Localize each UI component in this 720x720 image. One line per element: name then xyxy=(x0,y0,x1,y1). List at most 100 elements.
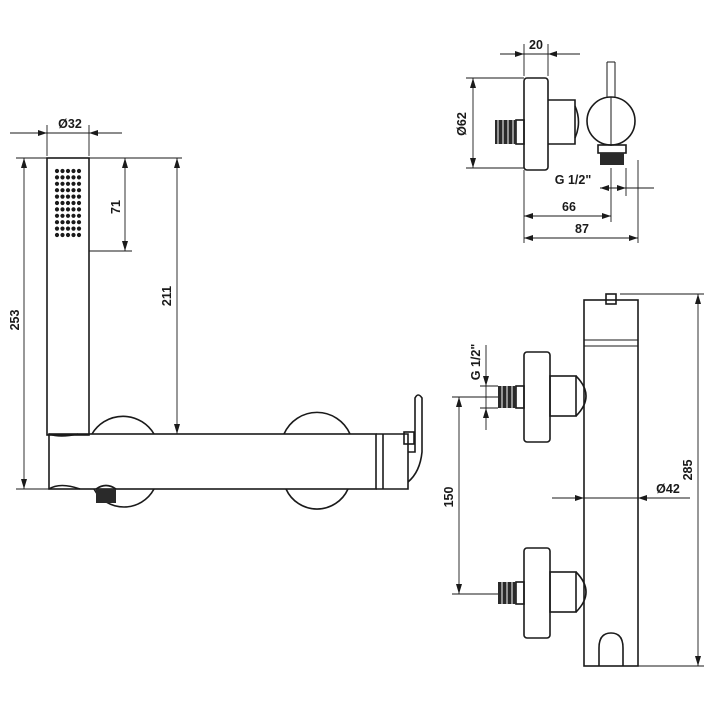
handle-housing xyxy=(376,433,409,490)
side-thread xyxy=(495,120,516,144)
side-nut xyxy=(548,99,576,145)
mixer-body xyxy=(48,433,377,490)
nozzle-dot xyxy=(65,194,71,199)
dim-rosette-depth: 20 xyxy=(529,38,543,52)
dim-handshower-height: 211 xyxy=(160,286,174,306)
nozzle-dot xyxy=(60,200,65,206)
dim-body-length: 285 xyxy=(681,460,695,481)
nozzle-dot xyxy=(76,213,82,218)
nozzle-dot xyxy=(76,226,82,231)
rear-nut-top xyxy=(549,375,577,417)
nozzle-dot xyxy=(65,226,71,231)
nozzle-dot xyxy=(54,181,60,186)
nozzle-dot xyxy=(71,175,76,180)
dim-nozzle-length: 71 xyxy=(109,200,123,214)
rear-nut-bottom-curve xyxy=(575,571,587,613)
nozzle-dot xyxy=(65,188,71,193)
nozzle-dot xyxy=(65,232,71,238)
dim-rosette-diameter: Ø62 xyxy=(455,112,469,136)
dim-side-thread: G 1/2" xyxy=(555,173,592,187)
nozzle-dot xyxy=(76,175,82,180)
rear-neck-top xyxy=(515,385,525,409)
nozzle-dot xyxy=(60,181,65,186)
front-view-mixer-with-handshower: Ø32 253 71 211 xyxy=(8,117,423,510)
nozzle-dot xyxy=(60,175,65,180)
side-rosette xyxy=(523,77,549,171)
rear-view-mixer: G 1/2" 150 Ø42 285 xyxy=(442,293,704,667)
nozzle-dot xyxy=(71,226,76,231)
nozzle-dot xyxy=(54,194,60,199)
nozzle-dot xyxy=(76,200,82,206)
nozzle-dot xyxy=(54,207,60,212)
dim-total-projection: 87 xyxy=(575,222,589,236)
dim-handshower-diameter: Ø32 xyxy=(58,117,82,131)
mixer-lever xyxy=(407,394,423,483)
nozzle-dot xyxy=(54,226,60,231)
nozzle-dot xyxy=(76,207,82,212)
holder-curve xyxy=(48,433,79,437)
nozzle-dot xyxy=(54,213,60,218)
nozzle-dot xyxy=(65,168,71,174)
nozzle-dot xyxy=(54,200,60,206)
nozzle-dot xyxy=(76,194,82,199)
nozzle-dot xyxy=(60,168,65,174)
nozzle-dot xyxy=(65,181,71,186)
nozzle-dot xyxy=(60,213,65,218)
nozzle-dot xyxy=(76,188,82,193)
rear-rosette-top xyxy=(523,351,551,443)
nozzle-dot xyxy=(76,181,82,186)
outlet-nut xyxy=(95,484,117,490)
nozzle-dot xyxy=(54,175,60,180)
nozzle-dot xyxy=(76,168,82,174)
nozzle-dot xyxy=(54,188,60,193)
nozzle-dot xyxy=(71,213,76,218)
nozzle-dot xyxy=(65,213,71,218)
rear-hook xyxy=(598,632,624,666)
side-outlet-nut xyxy=(597,144,627,154)
side-outlet-thread xyxy=(600,153,624,165)
dim-body-diameter: Ø42 xyxy=(656,482,680,496)
rear-rosette-bottom xyxy=(523,547,551,639)
side-nut-curve xyxy=(574,105,580,139)
rosette-right-bottom xyxy=(285,488,349,510)
nozzle-dot xyxy=(76,232,82,238)
nozzle-dot xyxy=(60,194,65,199)
nozzle-dot xyxy=(76,220,82,225)
rear-neck-bottom xyxy=(515,581,525,605)
outlet-thread xyxy=(96,489,116,503)
dim-center-spacing: 150 xyxy=(442,487,456,508)
nozzle-dot xyxy=(54,220,60,225)
nozzle-dot xyxy=(71,194,76,199)
side-view-mixer: 20 Ø62 G 1/2" 66 87 xyxy=(455,38,654,243)
dim-outlet-offset: 66 xyxy=(562,200,576,214)
nozzle-dot xyxy=(65,200,71,206)
nozzle-dot xyxy=(54,168,60,174)
holder-curve-bottom xyxy=(48,484,81,490)
nozzle-dot xyxy=(60,226,65,231)
nozzle-dot xyxy=(71,232,76,238)
nozzle-dot xyxy=(60,207,65,212)
rosette-right-top xyxy=(283,411,351,435)
nozzle-dot xyxy=(65,207,71,212)
handshower-body xyxy=(46,157,90,436)
rear-top-cap xyxy=(605,293,617,305)
nozzle-dot xyxy=(71,220,76,225)
nozzle-dot xyxy=(54,232,60,238)
nozzle-dot xyxy=(60,232,65,238)
dim-total-height: 253 xyxy=(8,310,22,331)
nozzle-dot xyxy=(71,188,76,193)
nozzle-dot xyxy=(71,168,76,174)
nozzle-dot xyxy=(65,220,71,225)
handshower-nozzles xyxy=(54,168,82,238)
dim-rear-thread: G 1/2" xyxy=(469,344,483,381)
nozzle-dot xyxy=(71,207,76,212)
rear-body xyxy=(583,299,639,667)
nozzle-dot xyxy=(71,200,76,206)
lever-pivot xyxy=(403,431,415,445)
nozzle-dot xyxy=(60,188,65,193)
side-connector-neck xyxy=(515,119,525,145)
rear-nut-top-curve xyxy=(575,375,587,417)
rosette-left-top xyxy=(91,415,155,435)
nozzle-dot xyxy=(60,220,65,225)
